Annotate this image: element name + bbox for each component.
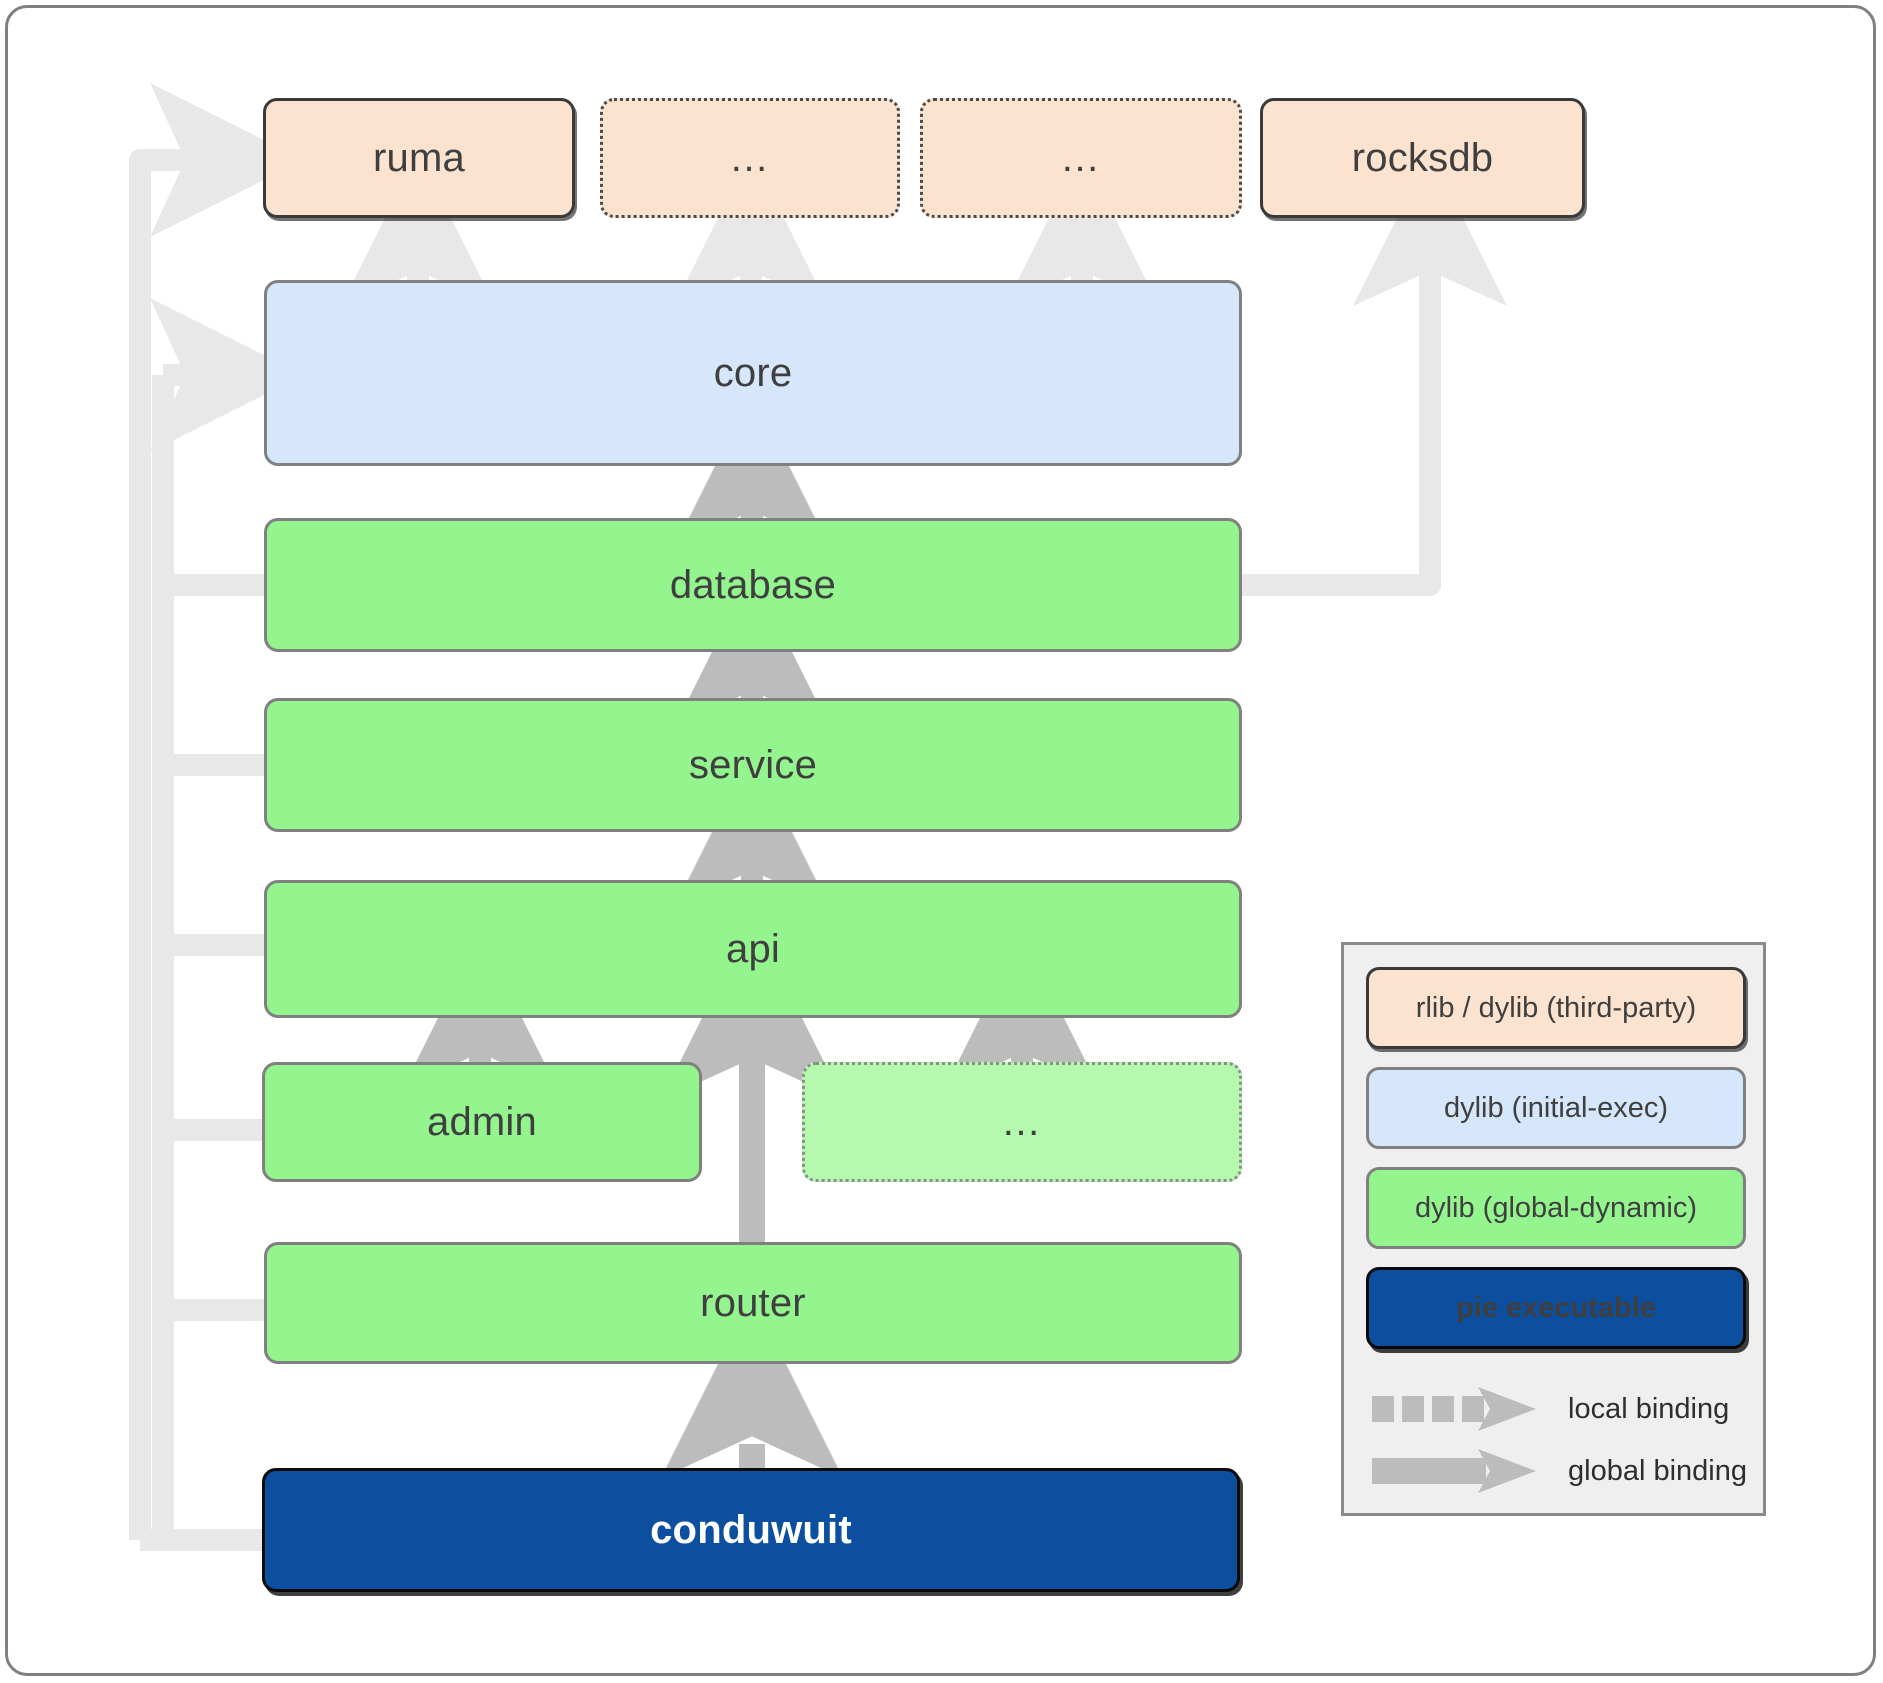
local-binding-arrow-icon (1372, 1387, 1536, 1431)
legend-swatch-pie-executable-label: pie executable (1456, 1291, 1656, 1324)
node-top-ellipsis-2[interactable]: … (920, 98, 1242, 218)
node-core[interactable]: core (264, 280, 1242, 466)
node-router[interactable]: router (264, 1242, 1242, 1364)
node-api-label: api (726, 926, 780, 971)
legend-global-binding-label: global binding (1568, 1454, 1747, 1487)
node-rocksdb-label: rocksdb (1351, 135, 1494, 180)
legend-local-binding-label: local binding (1568, 1392, 1730, 1425)
legend-panel: rlib / dylib (third-party) dylib (initia… (1341, 942, 1766, 1516)
node-conduwuit[interactable]: conduwuit (262, 1468, 1240, 1592)
node-admin-ellipsis[interactable]: … (802, 1062, 1242, 1182)
node-admin-ellipsis-label: … (1001, 1100, 1043, 1144)
node-top-ellipsis-1[interactable]: … (600, 98, 900, 218)
node-ruma-label: ruma (373, 135, 465, 180)
node-top-ellipsis-2-label: … (1060, 136, 1102, 180)
legend-swatch-third-party-label: rlib / dylib (third-party) (1415, 991, 1697, 1024)
legend-swatch-pie-executable: pie executable (1366, 1267, 1746, 1349)
node-rocksdb[interactable]: rocksdb (1260, 98, 1585, 218)
node-database-label: database (669, 562, 837, 607)
node-admin-label: admin (427, 1099, 537, 1144)
node-router-label: router (700, 1280, 806, 1325)
legend-swatch-initial-exec: dylib (initial-exec) (1366, 1067, 1746, 1149)
legend-swatch-global-dynamic: dylib (global-dynamic) (1366, 1167, 1746, 1249)
node-top-ellipsis-1-label: … (729, 136, 771, 180)
node-service[interactable]: service (264, 698, 1242, 832)
node-core-label: core (713, 350, 793, 395)
node-ruma[interactable]: ruma (263, 98, 575, 218)
node-admin[interactable]: admin (262, 1062, 702, 1182)
legend-swatch-third-party: rlib / dylib (third-party) (1366, 967, 1746, 1049)
node-service-label: service (688, 742, 818, 787)
node-database[interactable]: database (264, 518, 1242, 652)
node-api[interactable]: api (264, 880, 1242, 1018)
legend-row-local-binding: local binding (1366, 1379, 1748, 1439)
legend-swatch-initial-exec-label: dylib (initial-exec) (1443, 1091, 1668, 1124)
legend-row-global-binding: global binding (1366, 1441, 1748, 1501)
legend-swatch-global-dynamic-label: dylib (global-dynamic) (1414, 1191, 1698, 1224)
global-binding-arrow-icon (1372, 1449, 1536, 1493)
node-conduwuit-label: conduwuit (650, 1507, 852, 1552)
diagram-frame (5, 5, 1876, 1676)
